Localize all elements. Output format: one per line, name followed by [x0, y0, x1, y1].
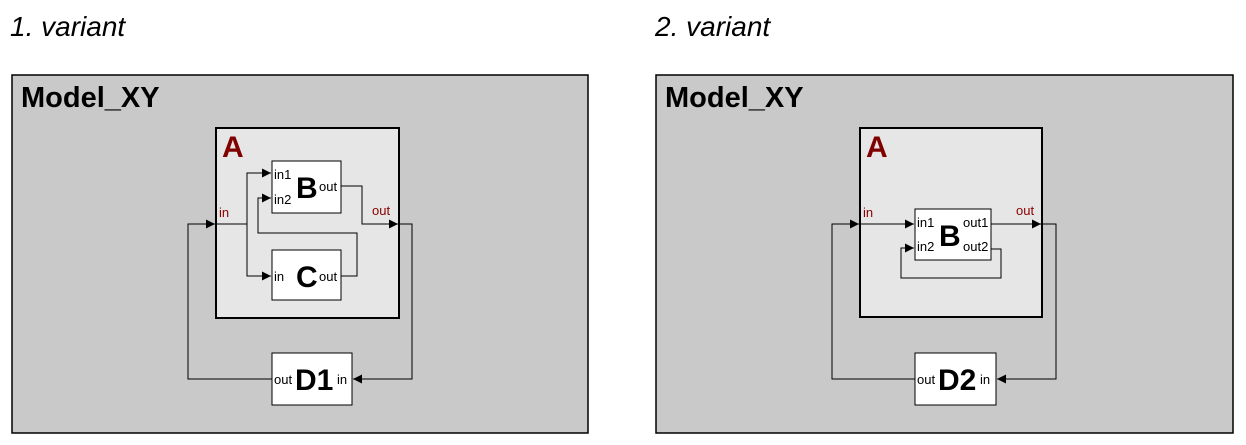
block-a-port-in: in — [219, 205, 229, 220]
block-b-port-out1: out1 — [963, 215, 988, 230]
connector-d2-out-to-a-in — [831, 219, 915, 380]
block-b-port-in2: in2 — [917, 239, 934, 254]
connector-b-out-to-a-out — [341, 185, 398, 229]
block-d2[interactable] — [914, 352, 997, 406]
block-d2-label: D2 — [938, 364, 976, 397]
connector-c-out-to-b-in2 — [257, 193, 358, 277]
model-title: Model_XY — [21, 82, 160, 114]
block-d2-port-out: out — [917, 372, 935, 387]
block-a-port-out: out — [372, 203, 390, 218]
block-c[interactable] — [271, 249, 342, 301]
connector-a-out-to-d2-in — [997, 223, 1057, 384]
block-d1-port-in: in — [337, 372, 347, 387]
block-c-label: C — [296, 261, 318, 294]
block-b-label: B — [939, 220, 961, 253]
connector-d1-out-to-a-in — [187, 219, 272, 380]
block-b-port-out: out — [319, 179, 337, 194]
connector-a-in-to-c-in — [246, 224, 271, 281]
variant-2-title: 2. variant — [654, 11, 771, 42]
block-d1-label: D1 — [295, 364, 333, 397]
block-b-port-out2: out2 — [963, 239, 988, 254]
block-b-port-in1: in1 — [274, 167, 291, 182]
model-title: Model_XY — [665, 82, 804, 114]
variant-2: 2. variant Model_XY A in out in1 in2 B o… — [654, 11, 1234, 434]
connector-a-out-to-d1-in — [353, 223, 413, 384]
connector-a-in-to-b-in1 — [216, 168, 271, 225]
block-c-port-out: out — [319, 269, 337, 284]
variant-1: 1. variant Model_XY A in out in1 in2 B o… — [10, 11, 589, 434]
block-a-label: A — [222, 131, 244, 164]
block-b-label: B — [296, 172, 318, 205]
block-b-port-in1: in1 — [917, 215, 934, 230]
block-b[interactable] — [914, 208, 992, 261]
block-d1-port-out: out — [274, 372, 292, 387]
block-a-port-in: in — [863, 205, 873, 220]
block-d2-port-in: in — [980, 372, 990, 387]
block-b-port-in2: in2 — [274, 192, 291, 207]
block-a-label: A — [866, 131, 888, 164]
connector-b-out2-to-b-in2 — [900, 243, 1002, 279]
block-d1[interactable] — [271, 352, 353, 406]
block-c-port-in: in — [274, 269, 284, 284]
block-a-port-out: out — [1016, 203, 1034, 218]
block-b[interactable] — [271, 160, 342, 214]
variant-1-title: 1. variant — [10, 11, 126, 42]
